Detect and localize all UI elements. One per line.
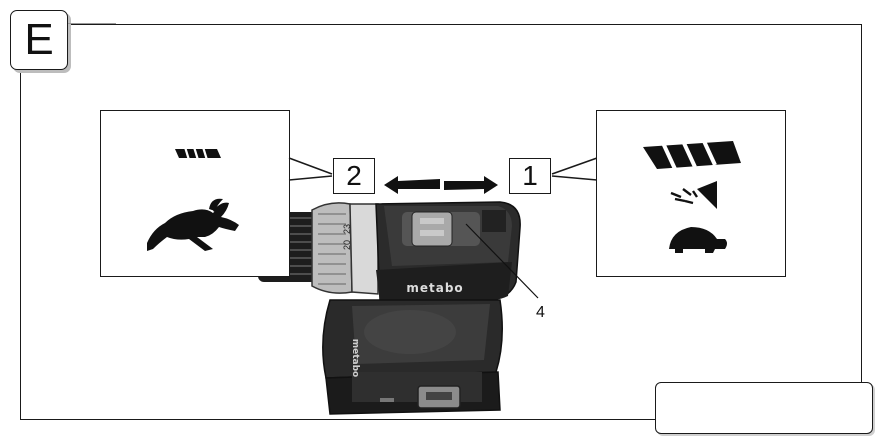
slide-right-arrow bbox=[444, 176, 498, 194]
badge-divider bbox=[68, 23, 116, 24]
part-4-leader-line bbox=[465, 223, 539, 299]
gear-2-icons bbox=[147, 146, 239, 251]
gear-1-icons bbox=[643, 138, 741, 253]
section-letter: E bbox=[24, 15, 54, 64]
gear-2-callout-box bbox=[100, 110, 290, 277]
drill-handle bbox=[322, 299, 503, 415]
turtle-icon bbox=[669, 227, 727, 253]
gear-1-callout-box bbox=[596, 110, 786, 277]
section-badge: E bbox=[10, 10, 68, 70]
blank-label-box bbox=[655, 382, 873, 434]
torque-icon bbox=[670, 181, 717, 209]
drill-brand-label: metabo bbox=[406, 281, 464, 295]
drill-bit-small-icon bbox=[175, 146, 221, 161]
rabbit-icon bbox=[147, 198, 239, 251]
part-4-label: 4 bbox=[536, 304, 545, 321]
slide-left-arrow bbox=[384, 176, 440, 194]
clutch-collar bbox=[311, 202, 379, 295]
figure-frame bbox=[20, 24, 862, 420]
drill-bit-large-icon bbox=[643, 138, 741, 170]
gear-1-label: 1 bbox=[509, 158, 551, 194]
drill-housing bbox=[375, 201, 521, 302]
gear-2-label: 2 bbox=[333, 158, 375, 194]
